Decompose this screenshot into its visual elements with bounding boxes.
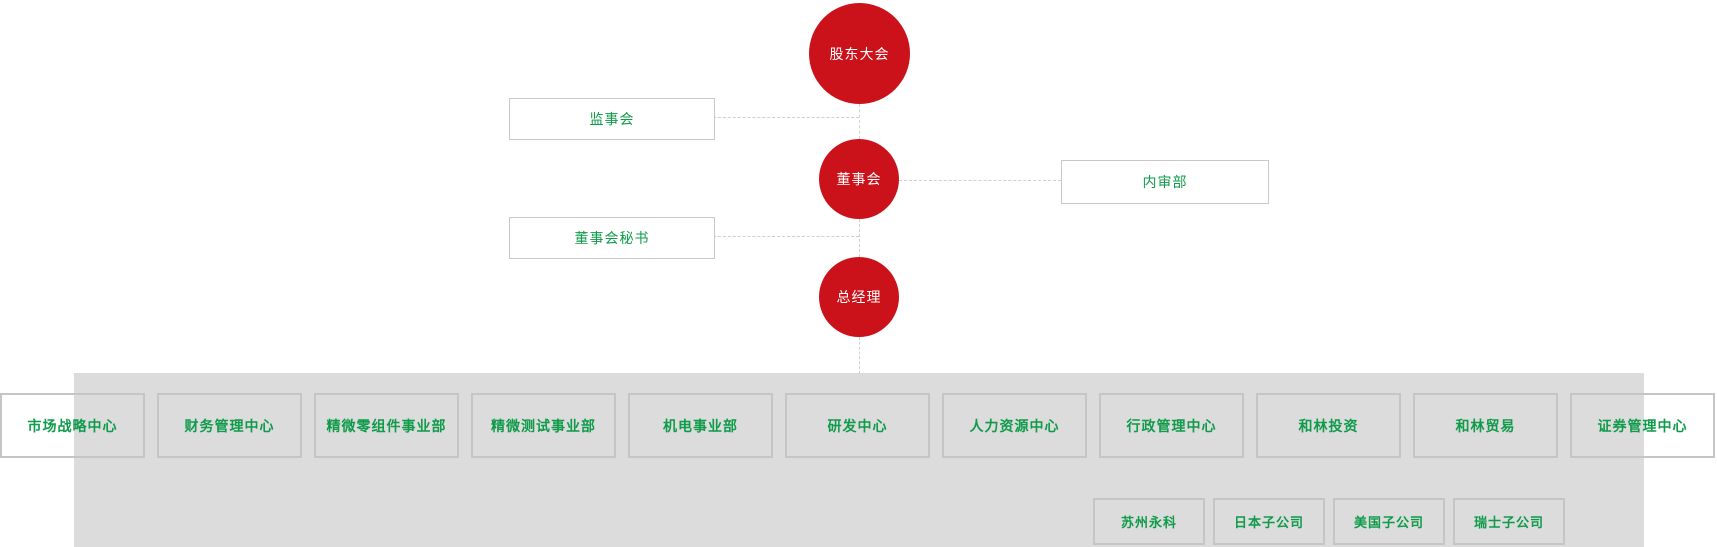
connector-board-internal-audit	[899, 180, 1061, 181]
dept-label: 研发中心	[827, 417, 888, 434]
node-shareholders-meeting: 股东大会	[809, 3, 910, 104]
dept-label: 财务管理中心	[184, 417, 275, 434]
connector-shareholders-board	[859, 104, 860, 139]
dept-label: 机电事业部	[663, 417, 738, 434]
dept-electromechanical-bu: 机电事业部	[628, 393, 773, 458]
dept-rd-center: 研发中心	[785, 393, 930, 458]
dept-label: 精微零组件事业部	[326, 417, 447, 434]
connector-board-gm	[859, 219, 860, 257]
subsidiary-suzhou-yongke: 苏州永科	[1093, 498, 1205, 545]
subsidiary-label: 日本子公司	[1233, 515, 1304, 530]
dept-market-strategy-center: 市场战略中心	[0, 393, 145, 458]
dept-label: 市场战略中心	[27, 417, 118, 434]
departments-band-background	[74, 373, 1644, 547]
dept-securities-management-center: 证券管理中心	[1570, 393, 1715, 458]
dept-helin-investment: 和林投资	[1256, 393, 1401, 458]
dept-label: 人力资源中心	[969, 417, 1060, 434]
connector-gm-departments	[859, 337, 860, 374]
dept-precision-testing-bu: 精微测试事业部	[471, 393, 616, 458]
subsidiary-label: 美国子公司	[1353, 515, 1424, 530]
node-board-secretary-label: 董事会秘书	[574, 230, 650, 246]
dept-label: 和林投资	[1298, 417, 1359, 434]
connector-supervisory-board	[713, 117, 859, 118]
dept-precision-components-bu: 精微零组件事业部	[314, 393, 459, 458]
dept-helin-trading: 和林贸易	[1413, 393, 1558, 458]
node-supervisory-board: 监事会	[509, 98, 715, 140]
subsidiary-label: 瑞士子公司	[1473, 515, 1544, 530]
dept-admin-management-center: 行政管理中心	[1099, 393, 1244, 458]
node-internal-audit-label: 内审部	[1142, 174, 1188, 190]
subsidiary-label: 苏州永科	[1120, 515, 1177, 530]
node-internal-audit: 内审部	[1061, 160, 1269, 204]
subsidiary-switzerland: 瑞士子公司	[1453, 498, 1565, 545]
dept-hr-center: 人力资源中心	[942, 393, 1087, 458]
node-board-secretary: 董事会秘书	[509, 217, 715, 259]
subsidiary-japan: 日本子公司	[1213, 498, 1325, 545]
dept-label: 行政管理中心	[1126, 417, 1217, 434]
dept-label: 精微测试事业部	[491, 417, 596, 434]
dept-finance-management-center: 财务管理中心	[157, 393, 302, 458]
connector-secretary-board	[713, 236, 859, 237]
subsidiary-usa: 美国子公司	[1333, 498, 1445, 545]
dept-label: 证券管理中心	[1597, 417, 1688, 434]
dept-label: 和林贸易	[1455, 417, 1516, 434]
node-board-of-directors: 董事会	[819, 139, 899, 219]
node-supervisory-board-label: 监事会	[589, 111, 635, 127]
node-board-of-directors-label: 董事会	[836, 171, 882, 187]
node-general-manager: 总经理	[819, 257, 899, 337]
node-shareholders-meeting-label: 股东大会	[829, 45, 890, 62]
node-general-manager-label: 总经理	[836, 289, 882, 305]
